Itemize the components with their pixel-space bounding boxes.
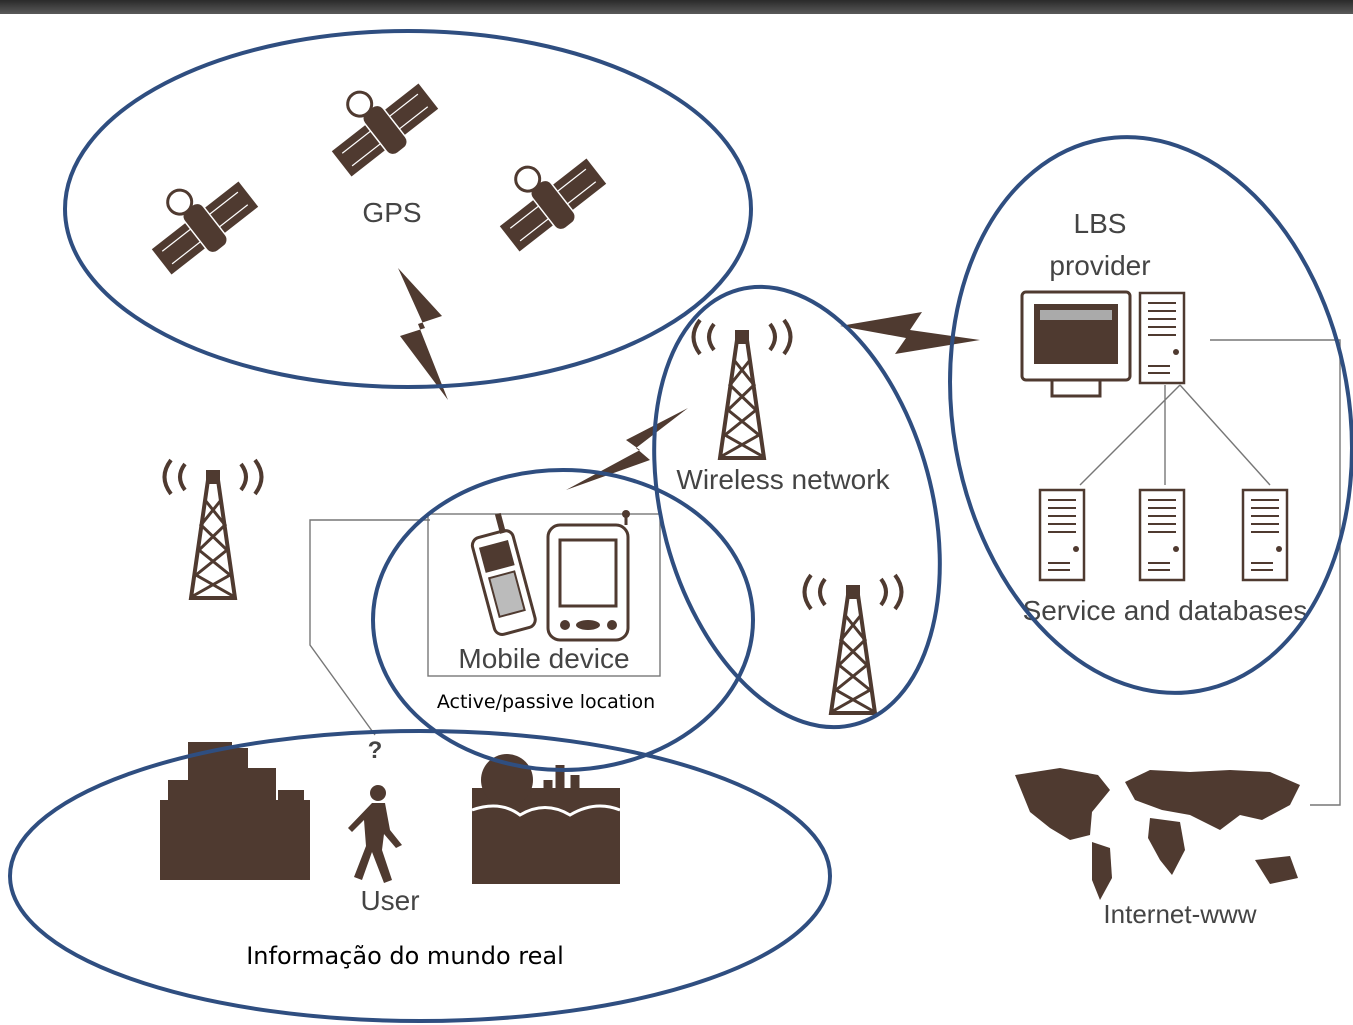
lightning-icon xyxy=(566,408,688,490)
satellite-icon xyxy=(478,131,614,261)
real-world-info-label: Informação do mundo real xyxy=(246,942,564,970)
window-top-bar xyxy=(0,0,1353,14)
server-icon xyxy=(1138,488,1186,582)
server-icon xyxy=(1138,291,1186,385)
server-icon xyxy=(1038,488,1086,582)
radio-tower-icon xyxy=(162,458,264,600)
wireless-network-label: Wireless network xyxy=(676,464,890,495)
gps-label: GPS xyxy=(362,197,421,228)
user-label: User xyxy=(360,885,419,916)
city-icon xyxy=(160,742,310,880)
gps-ellipse xyxy=(63,29,753,389)
radio-tower-icon xyxy=(802,573,904,715)
world-map-icon xyxy=(1015,768,1300,900)
desert-icon xyxy=(471,754,621,884)
server-icon xyxy=(1241,488,1289,582)
real-world-ellipse xyxy=(8,729,832,1023)
mobile-device-label: Mobile device xyxy=(458,643,629,674)
lbs-provider-label-line1: LBS xyxy=(1074,208,1127,239)
lightning-icon xyxy=(840,312,980,354)
mobile-device-ellipse xyxy=(371,468,755,772)
satellite-icon xyxy=(310,56,446,186)
walking-person-icon xyxy=(348,785,402,883)
lbs-provider-ellipse xyxy=(948,135,1353,695)
question-mark-label: ? xyxy=(368,737,383,764)
internet-www-label: Internet-www xyxy=(1103,899,1256,929)
radio-tower-icon xyxy=(691,318,793,460)
lbs-provider-label-line2: provider xyxy=(1049,250,1150,281)
monitor-icon xyxy=(1020,290,1132,398)
connector-lines xyxy=(309,339,1341,806)
mobile-phone-icon xyxy=(470,512,537,636)
wireless-network-ellipse xyxy=(652,284,942,730)
service-databases-label: Service and databases xyxy=(1023,595,1308,626)
active-passive-location-label: Active/passive location xyxy=(437,691,655,713)
lightning-icon xyxy=(398,268,448,400)
pda-icon xyxy=(546,510,630,642)
satellite-icon xyxy=(130,154,266,284)
